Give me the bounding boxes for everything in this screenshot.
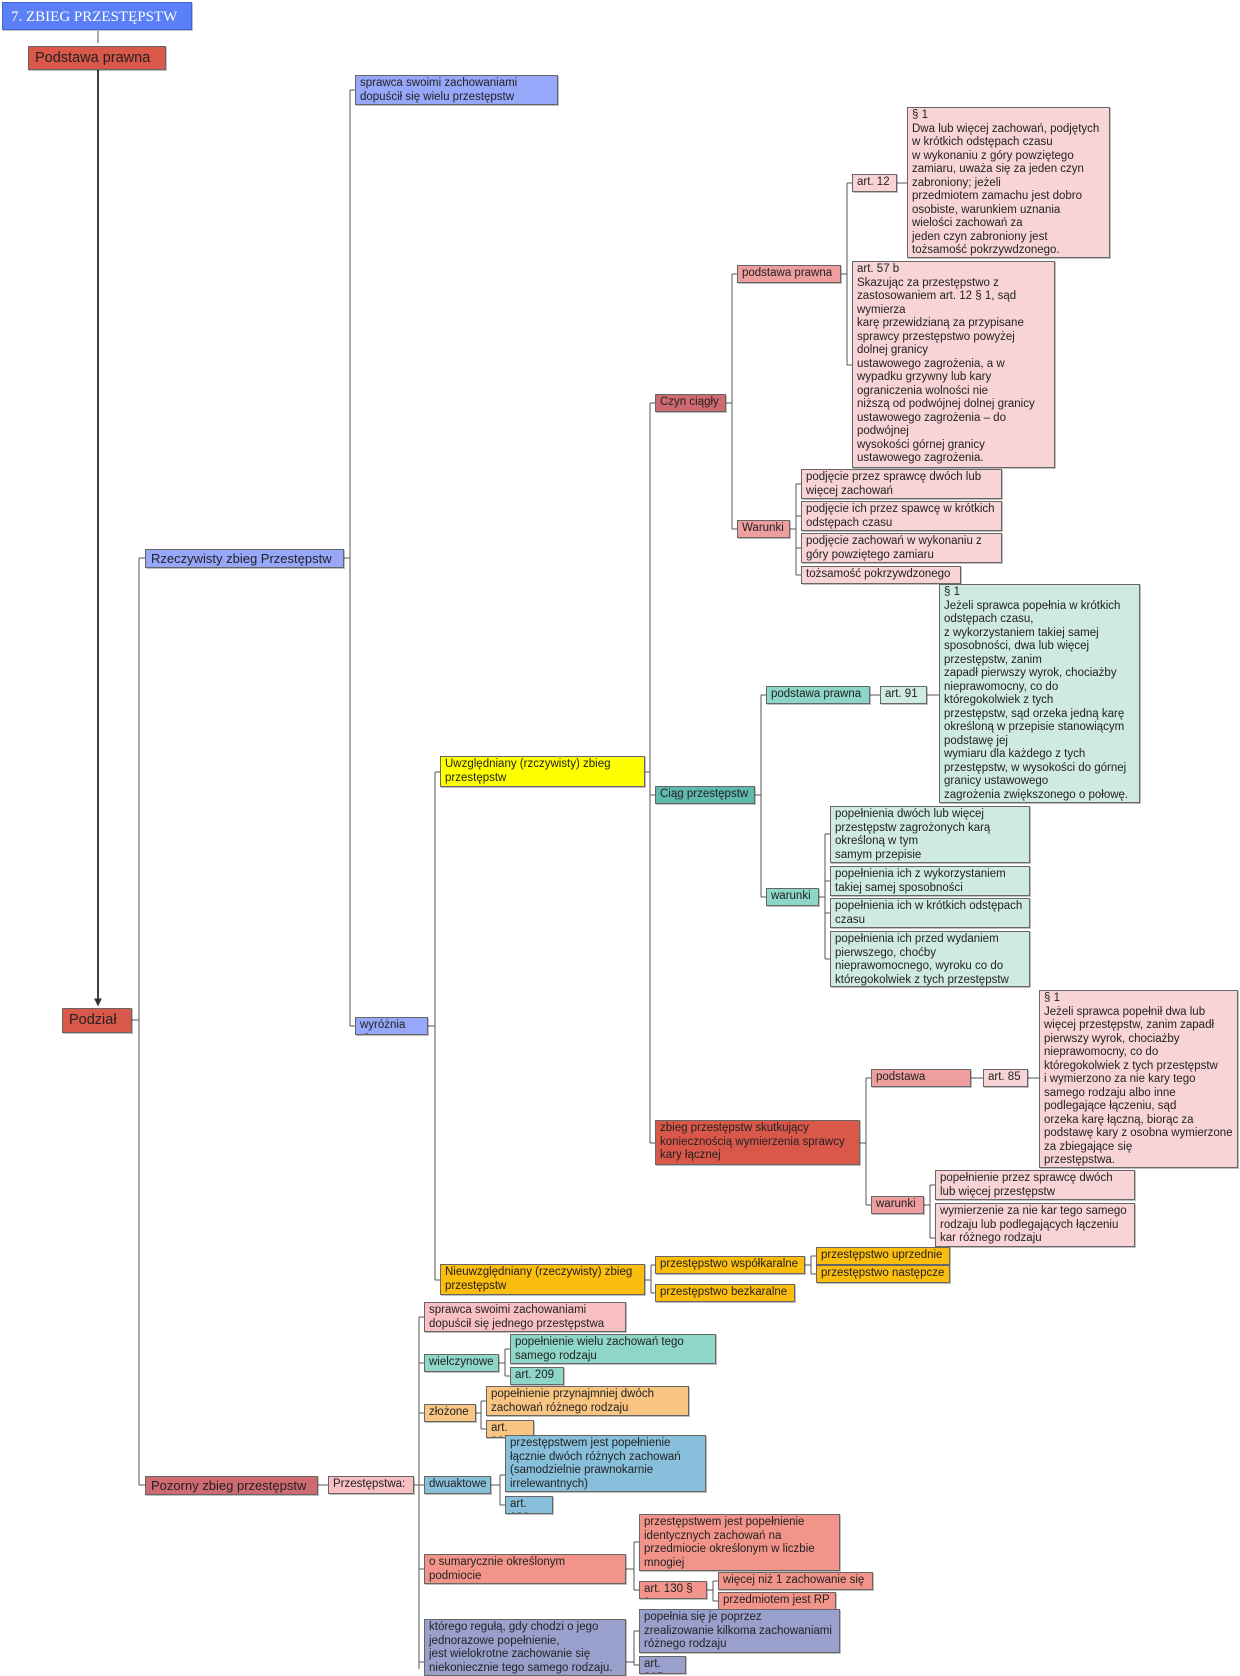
przestepstwa-node[interactable]: Przestępstwa: <box>328 1476 414 1494</box>
zbieg-kara-laczna-node[interactable]: zbieg przestępstw skutkujący koniecznośc… <box>655 1120 860 1165</box>
sumaryczne-node[interactable]: o sumarycznie określonym podmiocie <box>424 1554 626 1584</box>
nastepcze-node[interactable]: przestępstwo następcze <box>816 1265 950 1283</box>
art12-node[interactable]: art. 12 <box>852 174 897 192</box>
zk-podstawa-prawna-node[interactable]: podstawa prawna <box>871 1069 971 1087</box>
ciag-warunki-node[interactable]: warunki <box>766 888 819 906</box>
art91-node[interactable]: art. 91 <box>880 686 927 704</box>
zlozone-text-node[interactable]: popełnienie przynajmniej dwóch zachowań … <box>486 1386 689 1416</box>
art207-node[interactable]: art. 207 <box>639 1656 686 1674</box>
wyroznia-node[interactable]: wyróżnia się <box>355 1017 428 1035</box>
cc-warunek-3-node[interactable]: podjęcie zachowań w wykonaniu z góry pow… <box>801 533 1002 563</box>
art130-node[interactable]: art. 130 § 2 <box>639 1581 707 1599</box>
zk-warunek-1-node[interactable]: popełnienie przez sprawcę dwóch lub więc… <box>935 1170 1135 1200</box>
ciag-warunek-3-node[interactable]: popełnienia ich w krótkich odstępach cza… <box>830 898 1030 928</box>
ciag-warunek-2-node[interactable]: popełnienia ich z wykorzystaniem takiej … <box>830 866 1030 896</box>
zlozone-node[interactable]: złożone <box>424 1404 476 1422</box>
przedmiot-rp-node[interactable]: przedmiotem jest RP <box>718 1592 836 1610</box>
main-title[interactable]: 7. ZBIEG PRZESTĘPSTW <box>2 2 192 30</box>
czyn-ciagly-node[interactable]: Czyn ciągły <box>655 394 726 412</box>
ciag-podstawa-prawna-node[interactable]: podstawa prawna <box>766 686 870 704</box>
art209-node[interactable]: art. 209 <box>510 1367 564 1385</box>
uwzgledniany-node[interactable]: Uwzględniany (rzczywisty) zbieg przestęp… <box>440 756 645 787</box>
art12-text-node[interactable]: § 1 Dwa lub więcej zachowań, podjętych w… <box>907 107 1110 258</box>
cc-warunek-1-node[interactable]: podjęcie przez sprawcę dwóch lub więcej … <box>801 469 1002 499</box>
art91-text-node[interactable]: § 1 Jeżeli sprawca popełnia w krótkich o… <box>939 584 1140 803</box>
sumaryczne-text-node[interactable]: przestępstwem jest popełnienie identyczn… <box>639 1514 840 1571</box>
cc-warunki-node[interactable]: Warunki <box>737 520 790 538</box>
zk-warunki-node[interactable]: warunki <box>871 1196 924 1214</box>
wiecej-niz-jedno-node[interactable]: więcej niż 1 zachowanie się <box>718 1572 873 1590</box>
zk-warunek-2-node[interactable]: wymierzenie za nie kar tego samego rodza… <box>935 1203 1135 1247</box>
podstawa-prawna-top-node[interactable]: Podstawa prawna <box>28 46 166 70</box>
cc-podstawa-prawna-node[interactable]: podstawa prawna <box>737 265 841 283</box>
cc-warunek-2-node[interactable]: podjęcie ich przez spawcę w krótkich ods… <box>801 501 1002 531</box>
sprawca-wielu-node[interactable]: sprawca swoimi zachowaniami dopuścił się… <box>355 75 558 105</box>
ciag-warunek-4-node[interactable]: popełnienia ich przed wydaniem pierwszeg… <box>830 931 1030 987</box>
wspolkaralne-node[interactable]: przestępstwo współkaralne <box>655 1256 805 1274</box>
sprawca-jednego-node[interactable]: sprawca swoimi zachowaniami dopuścił się… <box>424 1302 626 1332</box>
art85-node[interactable]: art. 85 <box>983 1069 1028 1087</box>
wielczynowe-text-node[interactable]: popełnienie wielu zachowań tego samego r… <box>510 1334 716 1364</box>
ktorego-regula-node[interactable]: którego regułą, gdy chodzi o jego jednor… <box>424 1619 626 1676</box>
rzeczywisty-node[interactable]: Rzeczywisty zbieg Przestępstw <box>145 549 344 568</box>
podzial-node[interactable]: Podział <box>62 1008 132 1033</box>
art85-text-node[interactable]: § 1 Jeżeli sprawca popełnił dwa lub więc… <box>1039 990 1238 1168</box>
dwuaktowe-node[interactable]: dwuaktowe <box>424 1476 491 1494</box>
uprzednie-node[interactable]: przestępstwo uprzednie <box>816 1247 950 1265</box>
art57b-text-node[interactable]: art. 57 b Skazując za przestępstwo z zas… <box>852 261 1055 468</box>
ciag-przestepstw-node[interactable]: Ciąg przestępstw <box>655 786 755 804</box>
nieuwzgledniany-node[interactable]: Nieuwzględniany (rzeczywisty) zbieg prze… <box>440 1264 645 1295</box>
art230-node[interactable]: art. 230 <box>505 1496 553 1514</box>
ciag-warunek-1-node[interactable]: popełnienia dwóch lub więcej przestępstw… <box>830 806 1030 863</box>
pozorny-node[interactable]: Pozorny zbieg przestępstw <box>145 1476 318 1495</box>
bezkaralne-node[interactable]: przestępstwo bezkaralne <box>655 1284 795 1302</box>
dwuaktowe-text-node[interactable]: przestępstwem jest popełnienie łącznie d… <box>505 1435 706 1492</box>
cc-warunek-4-node[interactable]: tożsamość pokrzywdzonego <box>801 566 961 584</box>
wielczynowe-node[interactable]: wielczynowe <box>424 1354 499 1372</box>
popelnia-sie-node[interactable]: popełnia się je poprzez zrealizowanie ki… <box>639 1609 840 1653</box>
